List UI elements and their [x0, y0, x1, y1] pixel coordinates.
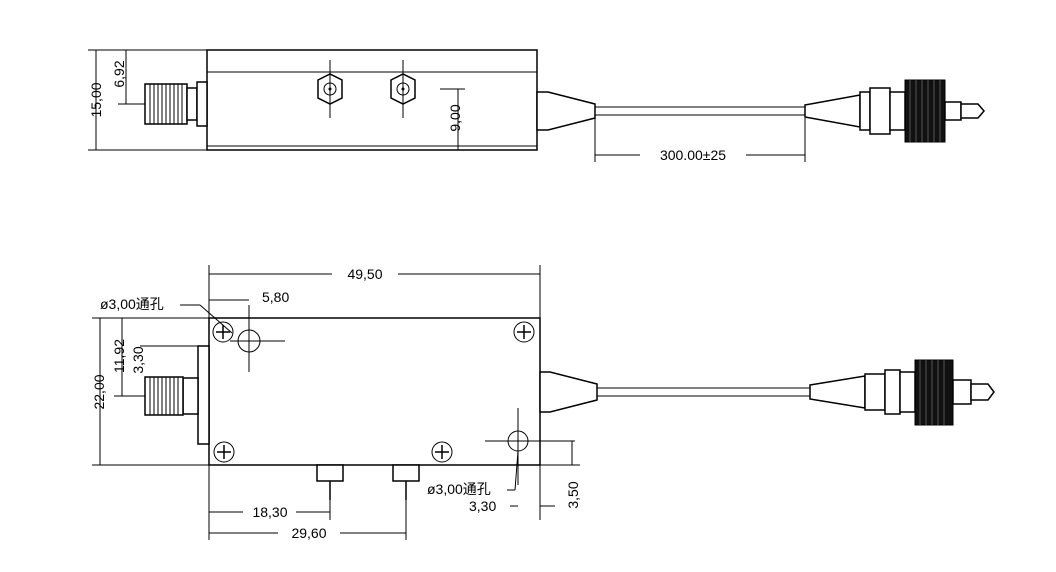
knurled-nut-top	[914, 359, 954, 426]
bottom-hole-callout-label: ø3,00通孔	[427, 481, 491, 497]
side-dim-cable: 300.00±25	[594, 118, 806, 163]
top-dim-width: 22,00	[91, 317, 209, 466]
top-dim-pin2-label: 29,60	[291, 525, 326, 541]
top-dim-width-label: 22,00	[91, 374, 107, 409]
side-dim-spacing-label: 9,00	[447, 104, 463, 131]
top-hole-callout-label: ø3,00通孔	[100, 296, 164, 312]
bottom-dim-small-label: 3,30	[469, 498, 496, 514]
knurled-nut-side	[904, 79, 946, 143]
fiber-pigtail-top	[539, 359, 995, 426]
top-dim-connector-small: 3,30	[130, 345, 198, 374]
top-dim-connector-small-label: 3,30	[130, 346, 146, 373]
top-dim-connector: 11,92	[111, 318, 145, 397]
top-dim-pin1: 18,30	[208, 465, 331, 540]
side-view-housing	[206, 49, 538, 151]
side-view: 15,00 6,92 9,00 300.00±25	[88, 49, 985, 163]
top-view: 49,50 5,80 ø3,00通孔 22,00 11,92	[91, 265, 995, 541]
screw-bottom-left	[213, 441, 235, 463]
side-dim-height: 15,00	[88, 49, 207, 151]
side-dim-spacing: 9,00	[440, 88, 465, 151]
side-dim-height-label: 15,00	[88, 82, 104, 117]
top-dim-pin1-label: 18,30	[252, 504, 287, 520]
sma-connector-side	[144, 81, 208, 127]
top-dim-length-label: 49,50	[347, 266, 382, 282]
bottom-dim-small: 3,30	[469, 465, 555, 520]
top-dim-connector-label: 11,92	[111, 339, 127, 373]
screw-top-left	[212, 321, 234, 343]
fiber-pigtail-side	[536, 79, 985, 143]
top-view-housing	[208, 317, 541, 466]
bottom-dim-vertical: 3,50	[540, 441, 581, 509]
screw-bottom-right	[431, 441, 453, 463]
top-dim-pin2: 29,60	[209, 500, 407, 541]
hex-nut-1	[317, 60, 343, 118]
pin-2	[392, 464, 420, 500]
side-dim-connector: 6,92	[111, 50, 145, 105]
pin-1	[316, 464, 344, 500]
sma-connector-top	[144, 345, 210, 445]
side-dim-connector-label: 6,92	[111, 60, 127, 87]
through-hole-top	[230, 305, 285, 372]
hex-nut-2	[390, 60, 416, 118]
top-dim-hole-offset: 5,80	[209, 289, 289, 305]
bottom-hole-callout: ø3,00通孔	[427, 450, 519, 497]
bottom-dim-vertical-label: 3,50	[565, 481, 581, 508]
top-dim-length: 49,50	[208, 265, 541, 318]
screw-top-right	[513, 321, 535, 343]
top-hole-callout: ø3,00通孔	[100, 296, 233, 334]
side-dim-cable-label: 300.00±25	[660, 147, 726, 163]
top-dim-hole-offset-label: 5,80	[262, 289, 289, 305]
